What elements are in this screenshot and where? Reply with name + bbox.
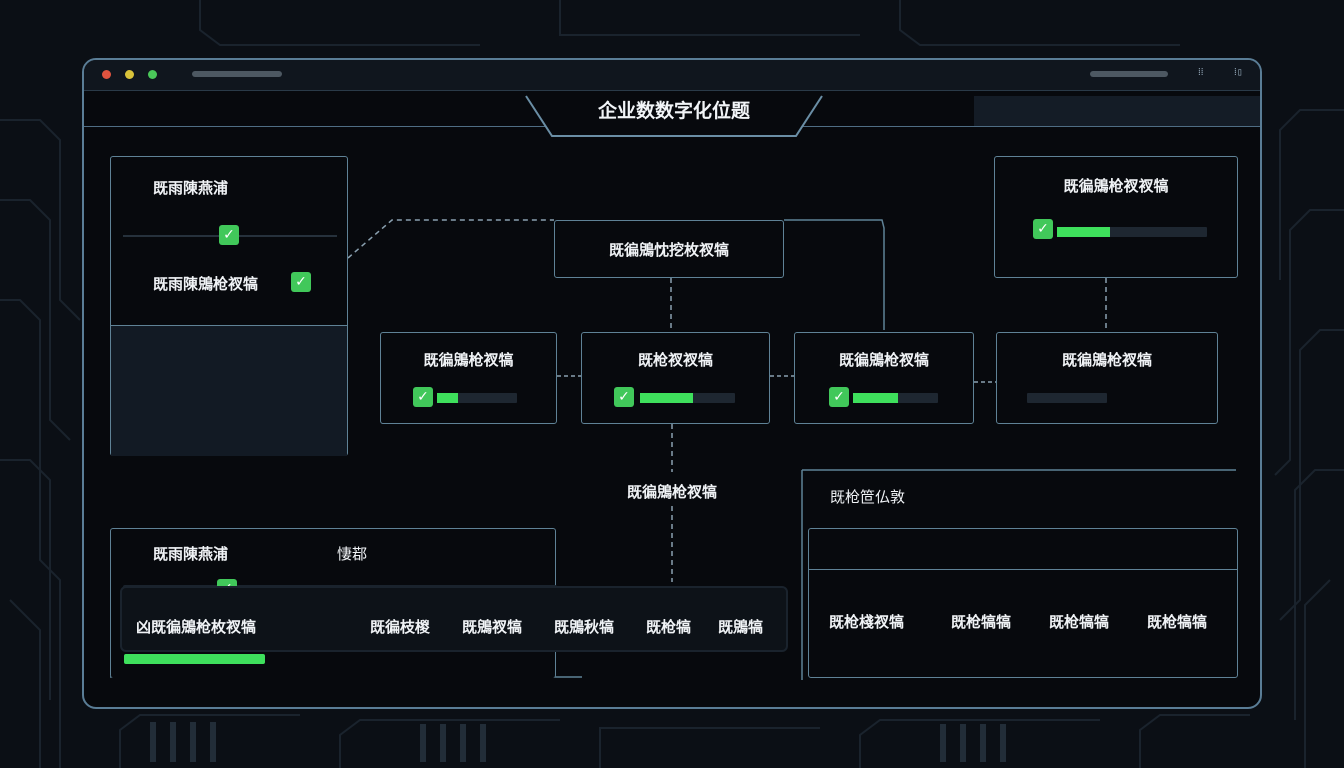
bottom-row-label: 凶既徧鶂枪枚衩犒 (136, 618, 257, 636)
bottom-data-row: 凶既徧鶂枪枚衩犒 既徧枝椶 既鶂衩犒 既鶂秋犒 既枪犒 既鶂犒 (120, 586, 788, 652)
bottom-col-3: 既鶂秋犒 (554, 618, 615, 636)
row-node-2-progress-fill (640, 393, 694, 403)
app-title: 企业数数字化位题 (597, 100, 750, 122)
row-node-4[interactable]: 既徧鶂枪衩犒 (996, 332, 1218, 424)
bottom-right-col-4: 既枪犒犒 (1147, 613, 1208, 631)
left-card-lower-area (111, 325, 347, 456)
row-node-2[interactable]: 既枪衩衩犒 ✓ (581, 332, 770, 424)
row-node-2-check-icon[interactable]: ✓ (614, 387, 634, 407)
sidebar-toggle-icon[interactable]: ⁞▯ (1234, 67, 1243, 78)
bottom-right-col-3: 既枪犒犒 (1049, 613, 1110, 631)
app-window: ⁞⁞ ⁞▯ 企业数数字化位题 既雨陳燕浦 ✓ 既雨陳鶂枪衩犒 ✓ 既徧鶂忱挖枚衩… (82, 58, 1262, 709)
row-node-2-progress (640, 393, 735, 403)
address-bar[interactable] (192, 71, 282, 77)
bottom-right-col-2: 既枪犒犒 (951, 613, 1012, 631)
close-window-button[interactable] (102, 70, 111, 79)
bottom-right-col-1: 既枪棧衩犒 (829, 613, 905, 631)
row-node-3-check-icon[interactable]: ✓ (829, 387, 849, 407)
bottom-left-panel-title: 既雨陳燕浦 (153, 545, 229, 563)
center-top-node-label: 既徧鶂忱挖枚衩犒 (608, 241, 729, 259)
window-titlebar: ⁞⁞ ⁞▯ (84, 60, 1260, 91)
right-top-card[interactable]: 既徧鶂枪衩衩犒 ✓ (994, 156, 1238, 278)
right-top-card-title: 既徧鶂枪衩衩犒 (1063, 177, 1169, 195)
header-right-area (974, 96, 1260, 126)
connector-label: 既徧鶂枪衩犒 (626, 483, 717, 501)
left-card-title: 既雨陳燕浦 (153, 179, 229, 197)
row-node-3[interactable]: 既徧鶂枪衩犒 ✓ (794, 332, 974, 424)
bottom-col-4: 既枪犒 (646, 618, 692, 636)
bottom-left-panel-aux-label: 悽鄀 (337, 545, 368, 563)
left-card-check-icon[interactable]: ✓ (219, 225, 239, 245)
row-node-2-label: 既枪衩衩犒 (637, 351, 713, 369)
row-node-1-progress-fill (437, 393, 458, 403)
bottom-col-2: 既鶂衩犒 (462, 618, 523, 636)
bottom-col-1: 既徧枝椶 (370, 618, 431, 636)
bottom-right-panel: 既枪棧衩犒 既枪犒犒 既枪犒犒 既枪犒犒 (808, 528, 1238, 678)
minimize-window-button[interactable] (125, 70, 134, 79)
left-top-card: 既雨陳燕浦 ✓ 既雨陳鶂枪衩犒 ✓ (110, 156, 348, 456)
right-top-card-progress-fill (1057, 227, 1110, 237)
row-node-3-progress (853, 393, 938, 403)
split-view-icon[interactable]: ⁞⁞ (1198, 67, 1204, 78)
bottom-col-5: 既鶂犒 (718, 618, 764, 636)
row-node-1-check-icon[interactable]: ✓ (413, 387, 433, 407)
bottom-left-progress-fill (124, 654, 265, 664)
bottom-left-progress (124, 654, 564, 664)
right-top-card-check-icon[interactable]: ✓ (1033, 219, 1053, 239)
bottom-right-header-divider (809, 569, 1237, 570)
bottom-right-panel-title: 既枪笸仏敦 (830, 488, 906, 506)
maximize-window-button[interactable] (148, 70, 157, 79)
row-node-1[interactable]: 既徧鶂枪衩犒 ✓ (380, 332, 557, 424)
row-node-4-label: 既徧鶂枪衩犒 (1061, 351, 1152, 369)
row-node-4-progress (1027, 393, 1107, 403)
row-node-3-label: 既徧鶂枪衩犒 (838, 351, 929, 369)
title-tab-shape (525, 95, 823, 137)
center-top-node[interactable]: 既徧鶂忱挖枚衩犒 (554, 220, 784, 278)
left-card-item-check-icon[interactable]: ✓ (291, 272, 311, 292)
row-node-3-progress-fill (853, 393, 899, 403)
toolbar-search-bar[interactable] (1090, 71, 1168, 77)
row-node-1-progress (437, 393, 517, 403)
right-top-card-progress (1057, 227, 1207, 237)
row-node-1-label: 既徧鶂枪衩犒 (423, 351, 514, 369)
left-card-item-label: 既雨陳鶂枪衩犒 (153, 275, 259, 293)
